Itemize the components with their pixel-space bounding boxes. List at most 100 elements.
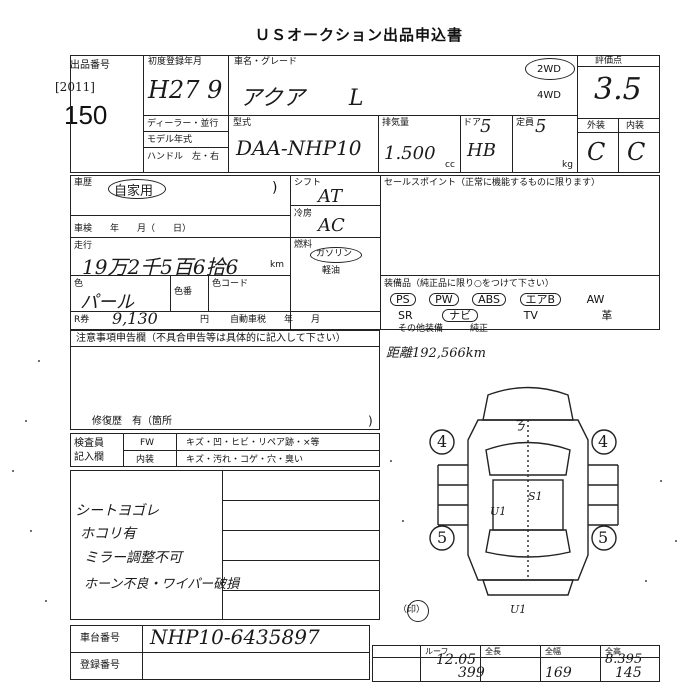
diagram-mark-r: ㄋ <box>512 419 526 434</box>
dealer-label: ディーラー・並行 <box>147 119 219 129</box>
usage-value: 自家用 <box>114 184 154 199</box>
exterior-grade: C <box>587 138 606 166</box>
first-reg-value: H27 9 <box>148 76 223 104</box>
chassis-no-label: 車台番号 <box>80 633 120 644</box>
sheet-title: ＵＳオークション出品申込書 <box>255 26 464 44</box>
dim-label-0: ルーフ <box>425 647 449 656</box>
diagram-mark-u2: U1 <box>510 603 527 616</box>
displacement-label: 排気量 <box>382 118 410 128</box>
mileage-value: 19万2千5百6拾6 <box>82 255 239 279</box>
equip-abs: ABS <box>472 293 507 306</box>
color-code-label: 色コード <box>212 279 249 289</box>
katashiki-value: DAA-NHP10 <box>236 136 362 160</box>
shaken-label: 車検 年 月（ 日） <box>74 224 192 234</box>
handle-label: ハンドル 左・右 <box>147 152 220 162</box>
dim-extra: 8.395 <box>605 652 643 667</box>
tire-rear-right: 5 <box>598 528 609 547</box>
dim-label-1: 全長 <box>485 647 501 656</box>
note-line-1: シートヨゴレ <box>75 503 159 519</box>
other-equip-item: 純正 <box>470 324 489 334</box>
body-type-value: HB <box>467 140 496 161</box>
interior-grade: C <box>627 138 646 166</box>
interior-row-label: 内装 <box>136 455 155 465</box>
dims-box <box>372 645 660 682</box>
drive-2wd-circle <box>525 58 575 80</box>
recycle-value: 9,130 <box>112 309 158 328</box>
sales-point-label: セールスポイント（正常に機能するものに限ります） <box>384 178 601 188</box>
tax-label: 自動車税 年 月 <box>230 315 321 325</box>
drive-2wd: 2WD <box>537 64 561 75</box>
chassis-no-value: NHP10-6435897 <box>150 625 320 649</box>
equip-sr: SR <box>398 309 413 322</box>
interior-detail: キズ・汚れ・コゲ・穴・臭い <box>186 455 304 465</box>
cc-unit: cc <box>445 160 455 170</box>
displacement-value: 1.500 <box>384 143 436 164</box>
notes-header: 注意事項申告欄（不具合申告等は具体的に記入して下さい） <box>76 333 346 344</box>
equip-ps: PS <box>390 293 416 306</box>
color-label: 色 <box>74 279 84 289</box>
dim-value-0: 12.05 <box>436 652 477 668</box>
interior-label: 内装 <box>626 121 645 131</box>
car-diagram <box>429 386 619 596</box>
doors-label: ドア <box>463 118 482 128</box>
fuel-diesel: 軽油 <box>322 266 341 276</box>
kg-unit: kg <box>562 160 573 170</box>
color-value: パール <box>80 292 134 313</box>
fuel-gas: ガソリン <box>316 249 353 259</box>
capacity-label: 定員 <box>516 118 535 128</box>
score-value: 3.5 <box>594 72 642 107</box>
equip-leather: 革 <box>601 309 613 322</box>
tire-front-left: 4 <box>437 432 448 451</box>
reg-no-label: 登録番号 <box>80 660 120 671</box>
recycle-label: R券 <box>74 315 90 325</box>
lot-number-label: 出品番号 <box>70 60 110 71</box>
equipment-note: 距離192,566km <box>386 346 486 361</box>
equip-airbag: エアB <box>519 293 562 306</box>
fw-label: FW <box>140 438 155 448</box>
exterior-label: 外装 <box>587 121 606 131</box>
model-name-value: アクア L <box>240 86 364 111</box>
model-name-label: 車名・グレード <box>234 57 298 67</box>
middle-grid <box>70 175 660 330</box>
stamp-label: （印） <box>398 605 426 615</box>
tire-rear-left: 5 <box>437 528 448 547</box>
lot-number: 150 <box>64 100 108 130</box>
dim-label-3: 全高 <box>605 647 621 656</box>
mileage-label: 走行 <box>74 241 93 251</box>
score-label: 評価点 <box>595 56 623 66</box>
equip-navi: ナビ <box>442 309 479 322</box>
equipment-label: 装備品（純正品に限り○をつけて下さい） <box>384 279 554 289</box>
equip-pw: PW <box>429 293 459 306</box>
note-line-3: ミラー調整不可 <box>84 550 182 566</box>
shift-value: AT <box>318 186 343 207</box>
tire-front-right: 4 <box>598 432 609 451</box>
fuel-label: 燃料 <box>294 240 313 250</box>
first-reg-label: 初度登録年月 <box>148 57 203 67</box>
inspector-label: 検査員 記入欄 <box>74 438 104 463</box>
aircon-label: 冷房 <box>294 209 313 219</box>
aircon-value: AC <box>318 215 345 236</box>
equipment-row-1: PS PW ABS エアB AW <box>390 293 608 306</box>
top-grid <box>70 55 660 173</box>
other-equip-label: その他装備 <box>398 324 444 334</box>
yen-unit: 円 <box>200 315 210 325</box>
note-line-2: ホコリ有 <box>80 526 136 542</box>
drive-4wd: 4WD <box>537 90 561 101</box>
repair-history-label: 修復歴 有（箇所 <box>92 416 172 427</box>
color-no-label: 色番 <box>174 287 193 297</box>
km-unit: km <box>270 260 284 270</box>
dim-value-1: 399 <box>458 665 485 681</box>
doors-value: 5 <box>480 116 492 137</box>
capacity-value: 5 <box>535 116 547 137</box>
equipment-row-2: SR ナビ TV 革 <box>398 309 616 322</box>
dim-label-2: 全幅 <box>545 647 561 656</box>
model-year-label: モデル年式 <box>147 135 193 145</box>
usage-label: 車歴 <box>74 178 93 188</box>
diagram-mark-s: S1 <box>528 490 543 503</box>
katashiki-label: 型式 <box>233 118 252 128</box>
dim-value-2: 169 <box>545 665 572 681</box>
shift-label: シフト <box>294 178 322 188</box>
notes-box <box>70 330 380 430</box>
handwritten-notes-box <box>70 470 380 620</box>
